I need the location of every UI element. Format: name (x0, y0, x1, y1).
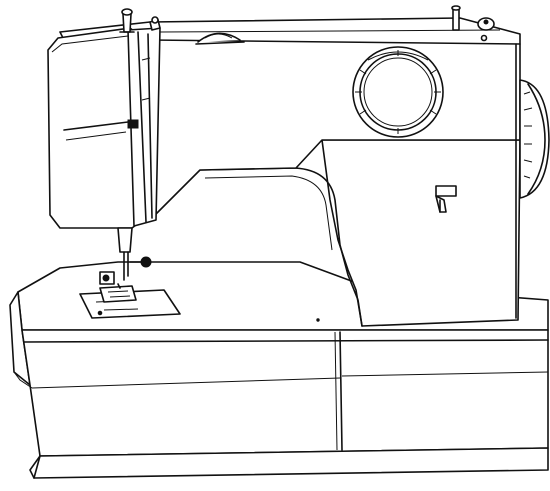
presser-foot (99, 271, 137, 303)
spool-pin-left (119, 8, 135, 33)
take-up-lever-channel (127, 27, 161, 227)
stitch-selector-dial (352, 46, 444, 138)
handwheel (519, 79, 550, 199)
carry-handle (195, 32, 245, 45)
bobbin-winder (477, 17, 495, 42)
needle-bar-assembly (117, 227, 152, 281)
thread-guide (149, 16, 161, 31)
stray-mark (316, 318, 320, 322)
machine-pillar (199, 139, 521, 327)
spool-pin-right (451, 5, 461, 31)
reverse-stitch-lever (435, 185, 457, 213)
